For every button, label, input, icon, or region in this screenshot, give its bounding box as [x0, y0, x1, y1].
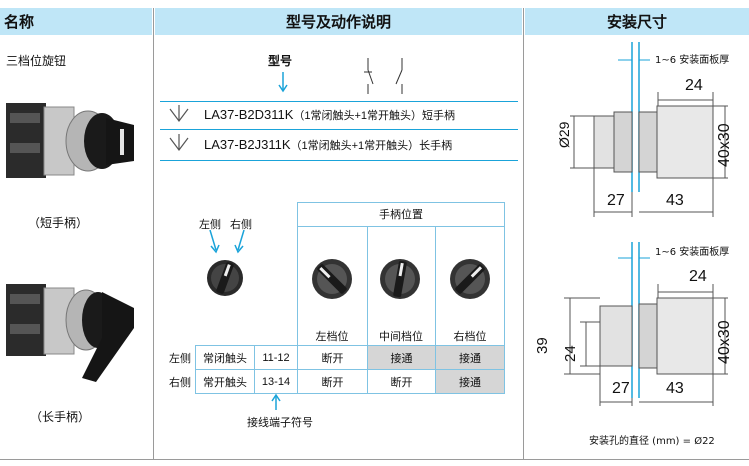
long-caption: （长手柄） [30, 410, 91, 424]
row1-state-right: 接通 [436, 346, 504, 369]
position-right-label: 右档位 [453, 330, 487, 343]
contact-rule-mid [195, 369, 505, 370]
header-model: 型号及动作说明 [155, 8, 522, 35]
row1-type: 常闭触头 [203, 351, 247, 365]
dimension-drawing-top [570, 42, 728, 217]
header-model-text: 型号及动作说明 [285, 13, 391, 31]
terminal-arrow-icon [271, 394, 281, 410]
model-detail-1: （1常闭触头+1常开触头）短手柄 [293, 110, 456, 122]
right-side-label: 右侧 [230, 218, 252, 231]
terminal-caption: 接线端子符号 [247, 416, 313, 429]
row1-terminal: 11-12 [262, 351, 290, 364]
contact-rule-top [195, 345, 505, 346]
dim-bottom-43: 43 [666, 380, 684, 397]
model-detail-2: （1常闭触头+1常开触头）长手柄 [290, 140, 453, 152]
model-row-divider-3 [160, 160, 518, 161]
side-arrows-icon [209, 230, 245, 254]
short-handle-image [6, 103, 134, 178]
knob-middle-position-icon [380, 259, 420, 299]
contact-symbol-icon [364, 58, 403, 94]
model-arrow-icon [278, 72, 288, 93]
header-install-text: 安装尺寸 [606, 13, 667, 31]
contact-col-rule-a [195, 345, 196, 393]
row1-state-middle: 接通 [368, 346, 435, 369]
model-row-2: LA37-B2J311K（1常闭触头+1常开触头）长手柄 [204, 137, 452, 153]
product-name: 三档位旋钮 [6, 54, 67, 68]
position-left-label: 左档位 [315, 330, 349, 343]
header-name: 名称 [0, 8, 152, 35]
check-icon-2 [169, 134, 189, 151]
position-header: 手柄位置 [379, 208, 423, 221]
row2-state-middle: 断开 [390, 375, 413, 389]
knob-right-position-icon [450, 259, 490, 299]
panel-label-top: 1~6 安装面板厚 [655, 55, 730, 66]
left-side-label: 左侧 [199, 218, 221, 231]
row1-state-left: 断开 [321, 351, 344, 365]
row2-state-left: 断开 [321, 375, 344, 389]
dim-top-43: 43 [666, 192, 684, 209]
position-col-rule-2 [435, 226, 436, 394]
dim-top-40x30: 40x30 [716, 123, 733, 167]
header-install: 安装尺寸 [525, 8, 749, 35]
row2-type: 常开触头 [203, 375, 247, 389]
contact-rule-bottom [195, 393, 505, 394]
short-caption: （短手柄） [28, 216, 89, 230]
model-code-2: LA37-B2J311K [204, 137, 291, 152]
hole-diameter-note: 安装孔的直径 (mm) = Ø22 [589, 436, 715, 447]
position-col-rule-1 [367, 226, 368, 394]
dim-bottom-39: 39 [534, 337, 551, 354]
knob-reference-icon [207, 260, 243, 296]
row2-terminal: 13-14 [261, 375, 291, 388]
dim-bottom-27: 27 [612, 380, 630, 397]
model-row-divider-1 [160, 101, 518, 102]
model-code-1: LA37-B2D311K [204, 107, 294, 122]
position-header-rule [297, 226, 505, 227]
row1-side: 左侧 [169, 351, 191, 365]
dimension-drawing-bottom [564, 242, 728, 406]
row2-state-right: 接通 [436, 370, 504, 393]
divider-1 [153, 8, 154, 460]
header-name-text: 名称 [4, 13, 35, 31]
dim-top-27: 27 [607, 192, 625, 209]
dim-top-diameter: Ø29 [556, 121, 572, 148]
contact-col-rule-b [254, 345, 255, 393]
row2-side: 右侧 [169, 375, 191, 389]
model-label: 型号 [268, 54, 293, 68]
model-row-divider-2 [160, 129, 518, 130]
check-icon-1 [169, 105, 189, 122]
dim-bottom-24-left: 24 [562, 345, 579, 362]
knob-left-position-icon [312, 259, 352, 299]
dim-bottom-24: 24 [689, 268, 707, 285]
dim-top-24: 24 [685, 77, 703, 94]
panel-label-bottom: 1~6 安装面板厚 [655, 247, 730, 258]
dim-bottom-40x30: 40x30 [716, 320, 733, 364]
divider-2 [523, 8, 524, 460]
model-row-1: LA37-B2D311K（1常闭触头+1常开触头）短手柄 [204, 107, 455, 123]
long-handle-image [6, 284, 134, 382]
bottom-rule [0, 459, 749, 460]
position-middle-label: 中间档位 [379, 330, 423, 343]
